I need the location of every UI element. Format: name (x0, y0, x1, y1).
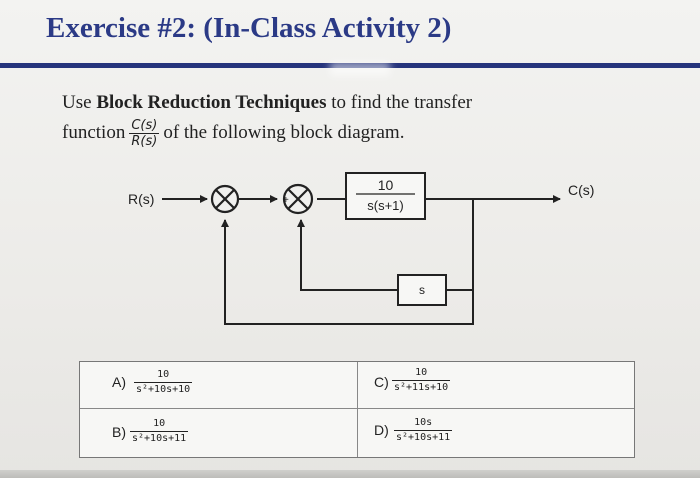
sum2-plus-sign: + (283, 195, 289, 206)
option-d-letter: D) (374, 422, 389, 438)
instruction-line-1: Use Block Reduction Techniques to find t… (62, 88, 472, 118)
option-d-numerator: 10s (394, 416, 453, 431)
fraction-numerator: C(s) (129, 118, 160, 135)
option-b-letter: B) (112, 424, 126, 440)
fraction-denominator: R(s) (131, 134, 158, 150)
forward-block (345, 172, 426, 220)
feedback-block (397, 274, 447, 306)
option-b-fraction: 10 s²+10s+11 (130, 417, 189, 446)
answer-options-table: A) 10 s²+10s+10 C) 10 s²+11s+10 B) 10 s²… (79, 361, 635, 458)
outer-feedback-path (221, 219, 474, 325)
option-c-letter: C) (374, 374, 389, 390)
option-c-numerator: 10 (392, 366, 451, 381)
option-d-fraction: 10s s²+10s+11 (394, 416, 453, 445)
instruction-prefix: Use (62, 92, 97, 113)
instruction-bold-term: Block Reduction Techniques (96, 92, 327, 113)
table-column-divider (357, 362, 358, 457)
slide-bottom-edge (0, 470, 700, 478)
option-a-denominator: s²+10s+10 (136, 384, 191, 395)
instruction-suffix: to find the transfer (326, 92, 473, 113)
instruction-line2-suffix: of the following block diagram. (163, 122, 405, 143)
screen-glare (330, 62, 390, 76)
feedback-block-label: s (419, 283, 425, 297)
forward-block-numerator: 10 (378, 177, 394, 193)
option-d-denominator: s²+10s+11 (396, 432, 451, 443)
summing-junction-1 (210, 184, 240, 214)
option-a-fraction: 10 s²+10s+10 (134, 368, 193, 397)
option-a-numerator: 10 (134, 368, 193, 383)
option-a-letter: A) (112, 374, 126, 390)
feedback-path-to-s (446, 199, 474, 291)
option-b-numerator: 10 (130, 417, 189, 432)
summing-junction-2 (282, 183, 314, 215)
forward-block-denominator: s(s+1) (367, 198, 403, 213)
option-b-denominator: s²+10s+11 (132, 433, 187, 444)
inner-feedback-path (297, 219, 398, 291)
option-c-denominator: s²+11s+10 (394, 382, 449, 393)
instruction-text: Use Block Reduction Techniques to find t… (62, 88, 472, 149)
slide-title: Exercise #2: (In-Class Activity 2) (46, 12, 452, 44)
output-label: C(s) (568, 182, 594, 198)
transfer-function-fraction: C(s)R(s) (129, 118, 160, 150)
table-row-divider (80, 408, 634, 409)
option-c-fraction: 10 s²+11s+10 (392, 366, 451, 395)
instruction-function-word: function (62, 122, 126, 143)
input-label: R(s) (128, 191, 154, 207)
